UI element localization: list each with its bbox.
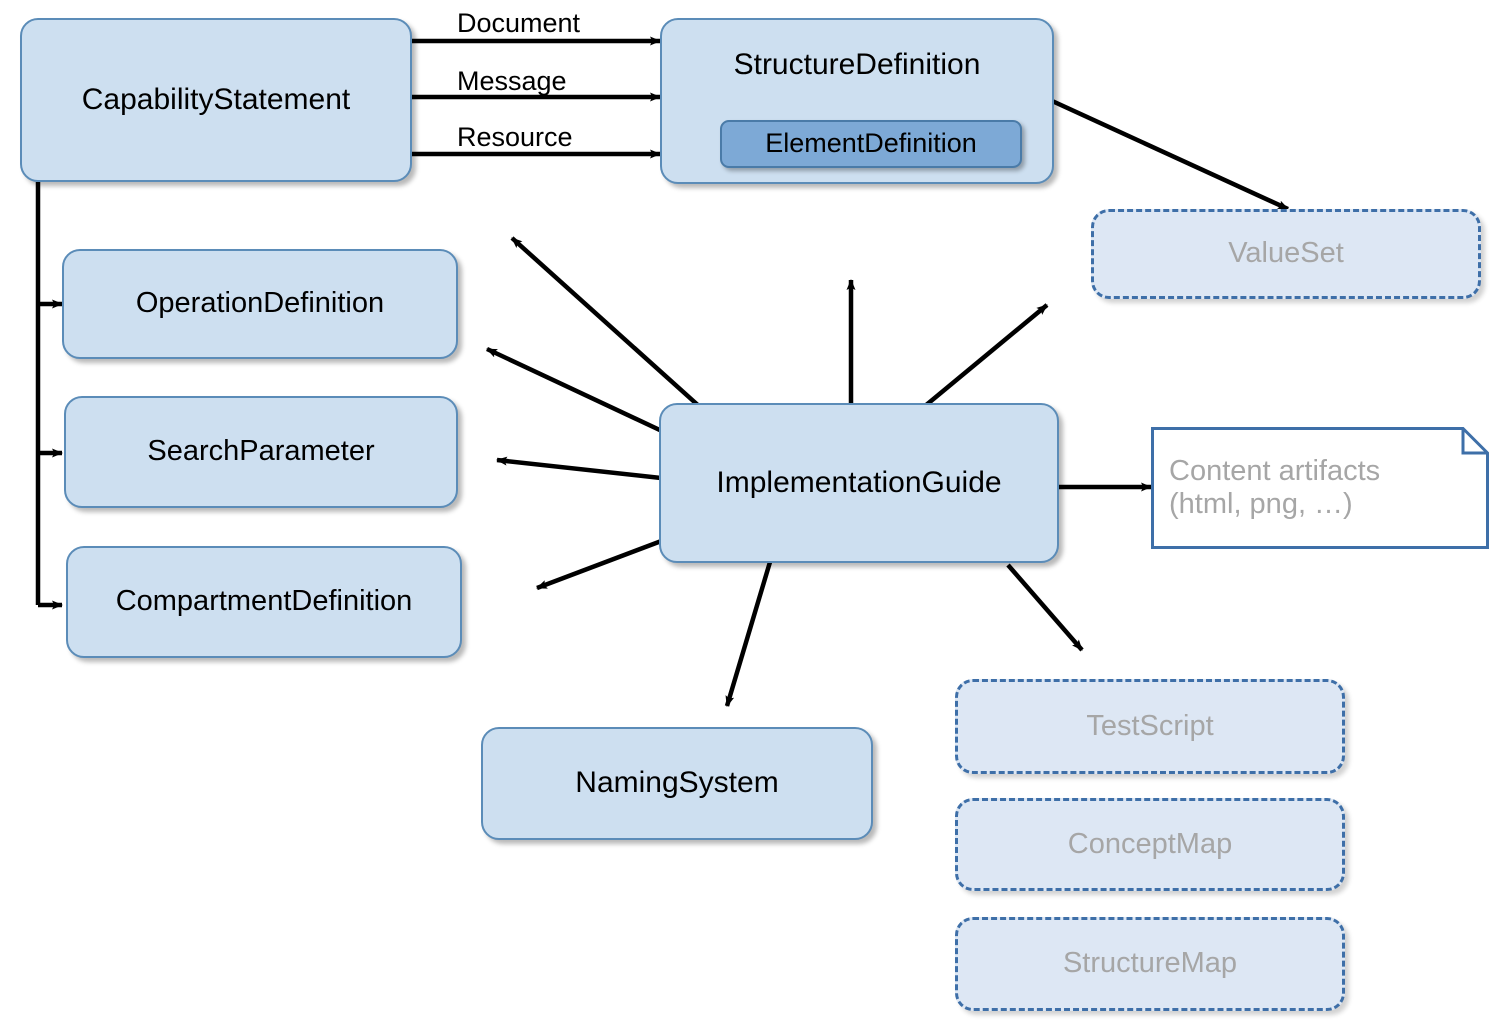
node-implementation-guide[interactable]: ImplementationGuide — [659, 403, 1059, 563]
node-label-compartment-definition: CompartmentDefinition — [115, 585, 413, 618]
node-label-search-parameter: SearchParameter — [147, 435, 375, 468]
node-label-capability-statement: CapabilityStatement — [81, 82, 351, 116]
node-label-value-set: ValueSet — [1228, 237, 1344, 270]
edge-structure-to-valueset — [1049, 97, 1289, 212]
edge-ig-to-testscript — [1006, 563, 1084, 652]
node-label-naming-system: NamingSystem — [575, 766, 779, 800]
node-compartment-definition[interactable]: CompartmentDefinition — [66, 546, 462, 658]
node-concept-map[interactable]: ConceptMap — [955, 798, 1345, 891]
note-frame-shape — [1151, 427, 1489, 549]
edge-ig-to-structuredefinition — [510, 236, 702, 409]
node-structure-map[interactable]: StructureMap — [955, 917, 1345, 1011]
node-label-test-script: TestScript — [1086, 709, 1214, 742]
node-value-set[interactable]: ValueSet — [1091, 209, 1481, 299]
node-label-structure-map: StructureMap — [1062, 947, 1238, 980]
node-content-artifacts[interactable]: Content artifacts (html, png, …) — [1151, 427, 1489, 549]
edge-ig-to-namingsystem — [724, 561, 773, 707]
node-label-content-artifacts-line1: Content artifacts — [1169, 454, 1381, 487]
edge-ig-to-operationdefinition — [486, 346, 665, 435]
node-label-implementation-guide: ImplementationGuide — [716, 465, 1002, 499]
node-label-content-artifacts-line2: (html, png, …) — [1169, 488, 1353, 520]
edge-label-document: Document — [457, 8, 581, 38]
edge-label-resource: Resource — [457, 122, 573, 152]
node-label-operation-definition: OperationDefinition — [135, 287, 385, 320]
node-test-script[interactable]: TestScript — [955, 679, 1345, 774]
edge-ig-to-searchparameter — [496, 456, 662, 481]
node-label-concept-map: ConceptMap — [1067, 827, 1233, 860]
edge-label-message: Message — [457, 66, 567, 96]
edge-ig-to-compartmentdefinition — [536, 537, 665, 591]
node-capability-statement[interactable]: CapabilityStatement — [20, 18, 412, 182]
node-label-structure-definition: StructureDefinition — [733, 48, 981, 81]
node-label-element-definition: ElementDefinition — [765, 128, 977, 159]
edge-ig-to-valueset — [923, 303, 1049, 408]
node-operation-definition[interactable]: OperationDefinition — [62, 249, 458, 359]
node-label-content-artifacts: Content artifacts (html, png, …) — [1151, 455, 1380, 522]
node-search-parameter[interactable]: SearchParameter — [64, 396, 458, 508]
node-element-definition[interactable]: ElementDefinition — [720, 120, 1022, 168]
node-naming-system[interactable]: NamingSystem — [481, 727, 873, 840]
